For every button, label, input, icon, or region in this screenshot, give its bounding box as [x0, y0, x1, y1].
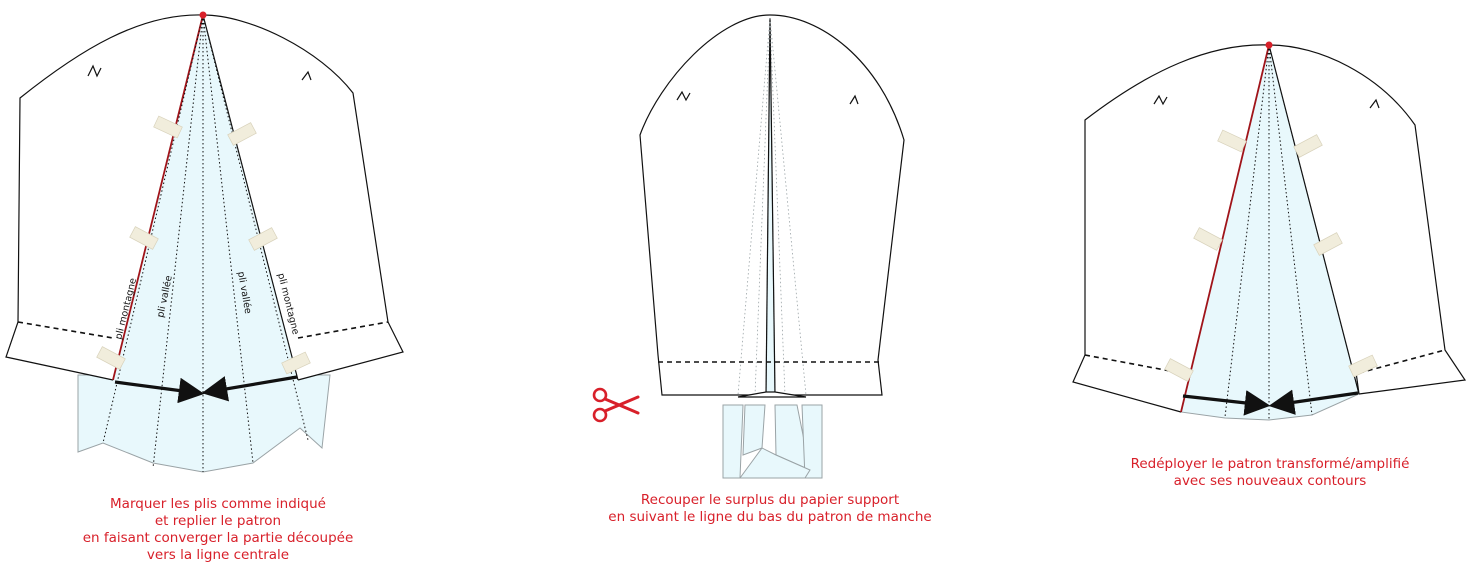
notch-right-3 — [1369, 98, 1380, 109]
hem-line-3-left — [1084, 354, 1182, 374]
scissors-icon — [592, 387, 640, 423]
fold-lines-3 — [1224, 44, 1313, 420]
caption-panel-1: Marquer les plis comme indiqué et replie… — [82, 496, 354, 563]
sleeve-outline-3 — [1072, 44, 1467, 413]
hem-line-3-right — [1358, 349, 1446, 374]
trimmed-pieces — [722, 404, 823, 479]
apex-dot-3 — [1265, 41, 1273, 49]
notch-left-3 — [1153, 94, 1168, 106]
caption-panel-3: Redéployer le patron transformé/amplifié… — [1130, 456, 1410, 489]
panel-3-redeploy — [1072, 41, 1467, 421]
panel-1-fold: pli montagne pli vallée pli vallée pli m… — [5, 11, 404, 473]
notch-right — [301, 70, 312, 81]
hem-line-left — [17, 321, 114, 339]
arrow-left-3 — [1182, 390, 1271, 416]
tape-strips — [96, 115, 311, 375]
arrow-right-3 — [1268, 389, 1359, 415]
guide-lines — [737, 17, 807, 396]
apex-dot — [199, 11, 207, 19]
notch-right-2 — [849, 94, 859, 105]
cut-line-3 — [1180, 44, 1270, 413]
notch-left-2 — [676, 90, 691, 102]
sleeve-outline — [5, 14, 404, 381]
arrow-left — [114, 377, 205, 404]
cut-line — [112, 14, 204, 381]
arrow-right — [201, 375, 298, 402]
center-edge — [202, 14, 299, 381]
panel-2-trim — [592, 14, 905, 479]
hem-line-right — [297, 321, 389, 339]
caption-panel-2: Recouper le surplus du papier support en… — [608, 492, 932, 525]
tape-strips-3 — [1164, 129, 1378, 382]
notch-left — [87, 64, 102, 78]
